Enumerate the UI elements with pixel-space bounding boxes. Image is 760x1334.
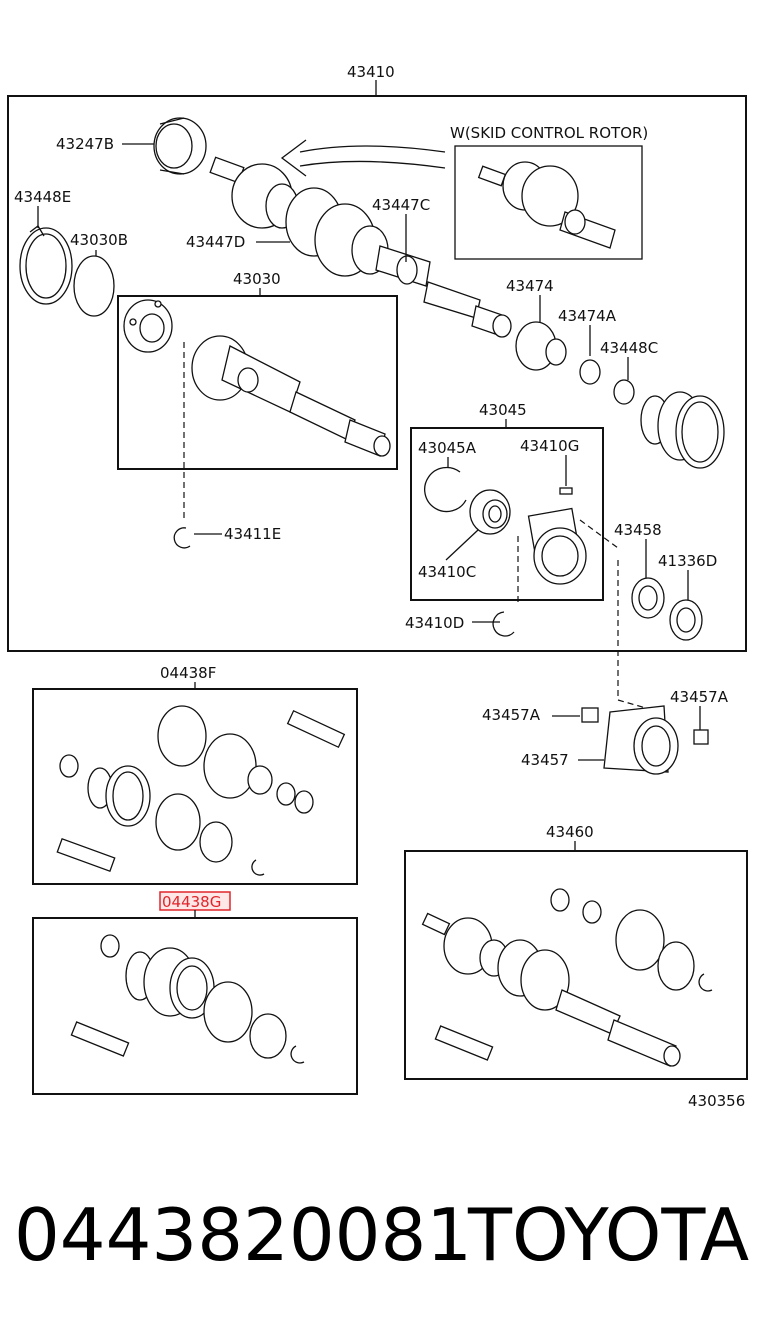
bracket-43457-group: 43457A 43457A 43457	[482, 688, 729, 775]
box-43045	[410, 427, 604, 601]
box-w-skid-control-rotor	[454, 145, 643, 260]
label-43410G: 43410G	[520, 437, 579, 455]
kit-04438F: 04438F	[32, 664, 358, 885]
label-43458: 43458	[614, 521, 662, 539]
assembly-43410: 43410 43247B 43448E 43030B	[7, 63, 747, 700]
part-43030B-snap-ring	[73, 255, 115, 317]
label-43447C: 43447C	[372, 196, 430, 214]
part-43457A-bolt-left	[581, 707, 599, 723]
label-04438F: 04438F	[160, 664, 216, 682]
label-43410: 43410	[347, 63, 395, 81]
label-43030B: 43030B	[70, 231, 128, 249]
box-04438F	[32, 688, 358, 885]
part-43474-boot	[515, 321, 567, 371]
exploded-parts-diagram: 43410 43247B 43448E 43030B	[7, 63, 748, 1110]
part-43247B-boot-ring	[153, 117, 207, 175]
assembly-43460: 43460	[404, 823, 748, 1080]
part-number-text: 0443820081	[14, 1193, 473, 1277]
part-43410G-pin	[559, 487, 573, 495]
label-43448C: 43448C	[600, 339, 658, 357]
part-43410D-clip	[492, 611, 515, 637]
box-43460	[404, 850, 748, 1080]
drive-shaft-43460	[421, 912, 681, 1067]
part-bellows-boot-right	[640, 391, 725, 469]
label-43247B: 43247B	[56, 135, 114, 153]
label-43457: 43457	[521, 751, 569, 769]
part-43045A-snap-ring	[424, 466, 467, 513]
label-43045: 43045	[479, 401, 527, 419]
label-43030: 43030	[233, 270, 281, 288]
box-43410	[7, 95, 747, 652]
label-43474A: 43474A	[558, 307, 617, 325]
label-w-skid-control-rotor: W(SKID CONTROL ROTOR)	[450, 124, 648, 142]
label-43447D: 43447D	[186, 233, 245, 251]
label-41336D: 41336D	[658, 552, 717, 570]
box-43030	[117, 295, 398, 470]
part-43448C-clamp	[613, 379, 635, 405]
brand-text: TOYOTA	[468, 1193, 750, 1277]
part-41336D-seal	[669, 599, 703, 641]
label-43448E: 43448E	[14, 188, 71, 206]
arrow-w	[299, 145, 446, 153]
label-43474: 43474	[506, 277, 554, 295]
label-43411E: 43411E	[224, 525, 281, 543]
label-430356: 430356	[688, 1092, 745, 1110]
label-43457A-left: 43457A	[482, 706, 541, 724]
part-bearing-bracket	[527, 507, 587, 585]
boot-04438G	[125, 947, 215, 1019]
box-04438G	[32, 917, 358, 1095]
part-43457-bracket	[603, 705, 679, 775]
label-43045A: 43045A	[418, 439, 477, 457]
boot-04438F-right	[203, 733, 273, 799]
label-43460: 43460	[546, 823, 594, 841]
drive-shaft-main	[209, 156, 512, 338]
kit-04438G: 04438G	[32, 891, 358, 1095]
part-43448E-clamp	[19, 225, 73, 305]
part-43030-inner-joint	[123, 299, 391, 457]
label-43457A-right: 43457A	[670, 688, 729, 706]
part-43410C-bearing	[469, 489, 511, 535]
part-w-outer-joint	[477, 161, 616, 249]
label-43410D: 43410D	[405, 614, 464, 632]
boot-04438F-left	[87, 765, 151, 827]
label-04438G: 04438G	[162, 893, 221, 911]
part-43474A-clip	[579, 359, 601, 385]
part-43458-seal	[631, 577, 665, 619]
part-43411E-clip	[173, 527, 191, 549]
part-43457A-bolt-right	[693, 729, 709, 745]
label-43410C: 43410C	[418, 563, 476, 581]
